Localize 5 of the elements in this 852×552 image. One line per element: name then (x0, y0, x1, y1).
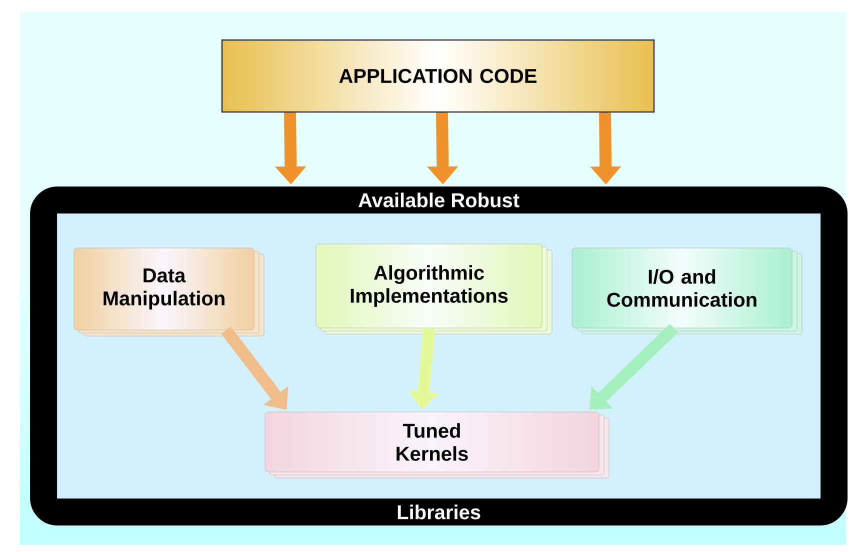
card-stack: I/O and Communication (572, 248, 802, 334)
card-stack: Data Manipulation (74, 248, 264, 336)
code-box: APPLICATION CODE (222, 40, 654, 112)
card-stack: Tuned Kernels (264, 412, 610, 478)
card-stack: Algorithmic Implementations (316, 244, 552, 334)
